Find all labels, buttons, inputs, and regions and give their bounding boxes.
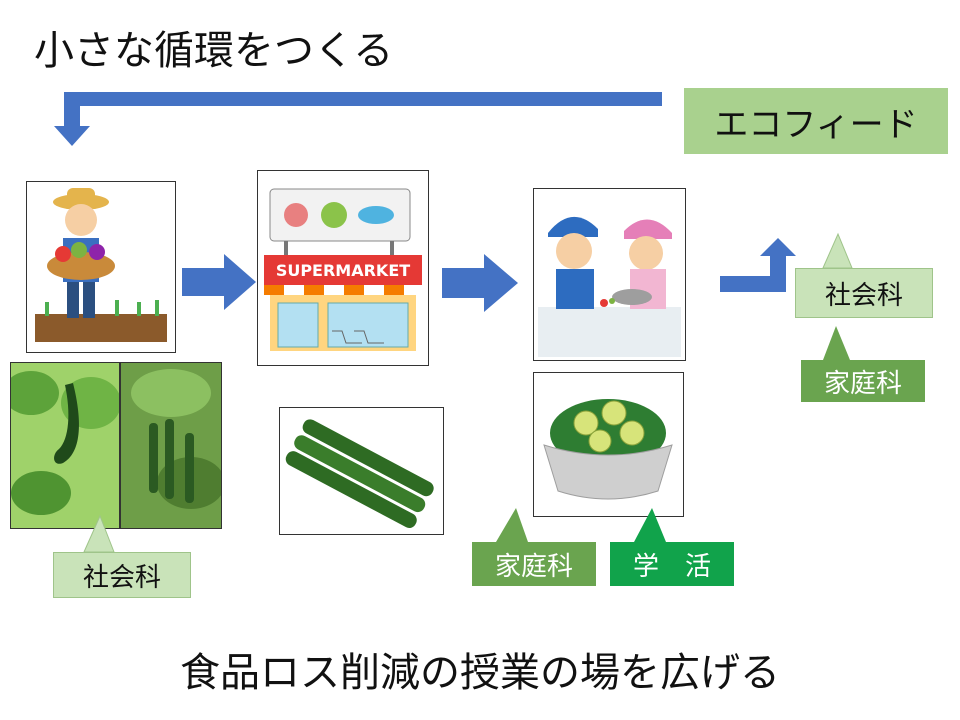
cucumber-plant-photo-right xyxy=(120,362,222,529)
eco-feed-label: エコフィード xyxy=(684,88,948,154)
bottom-caption: 食品ロス削減の授業の場を広げる xyxy=(180,650,780,696)
cooking-kids-illustration xyxy=(533,188,686,361)
home-economics-tag-bottom: 家庭科 xyxy=(472,542,596,586)
cucumber-photo xyxy=(279,407,444,535)
up-arrow xyxy=(720,238,796,292)
social-studies-tag-bottom: 社会科 xyxy=(53,552,191,598)
social-studies-tag-top: 社会科 xyxy=(795,268,933,318)
supermarket-sign-text: SUPERMARKET xyxy=(276,261,410,280)
flow-arrow-2 xyxy=(442,254,518,312)
flow-arrow-1 xyxy=(182,254,256,310)
page-title: 小さな循環をつくる xyxy=(34,28,394,74)
supermarket-illustration: SUPERMARKET xyxy=(257,170,429,366)
cucumber-plant-photo-left xyxy=(10,362,120,529)
return-arrow xyxy=(54,92,662,146)
farmer-illustration xyxy=(26,181,176,353)
school-activity-tag: 学 活 xyxy=(610,542,734,586)
home-economics-tag-right: 家庭科 xyxy=(801,360,925,402)
cucumber-salad-illustration xyxy=(533,372,684,517)
